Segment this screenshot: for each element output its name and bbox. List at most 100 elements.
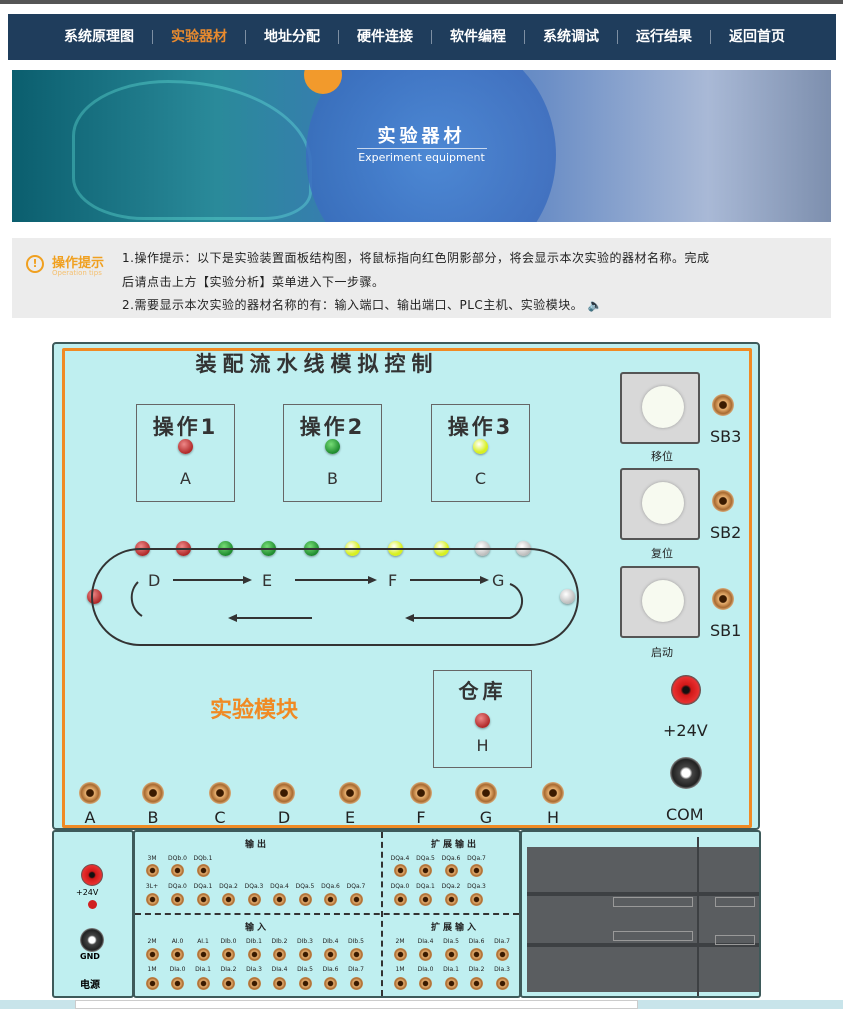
io-jack-d[interactable] xyxy=(273,782,295,804)
pushbutton-sb1[interactable] xyxy=(620,566,700,638)
banner-circle xyxy=(306,70,556,222)
sb-jack[interactable] xyxy=(712,588,734,610)
nav-item[interactable]: 硬件连接 xyxy=(339,30,432,44)
io-jack-a[interactable] xyxy=(79,782,101,804)
io-jack-g[interactable] xyxy=(475,782,497,804)
ext-input-title: 扩展输入 xyxy=(431,923,480,933)
terminal-jack[interactable] xyxy=(419,893,432,906)
terminal-jack[interactable] xyxy=(196,977,210,990)
terminal-jack[interactable] xyxy=(171,948,184,961)
terminal-jack[interactable] xyxy=(444,977,458,990)
terminal-jack[interactable] xyxy=(419,948,432,961)
io-jack-h[interactable] xyxy=(542,782,564,804)
terminal-jack[interactable] xyxy=(298,977,312,990)
terminal-jack[interactable] xyxy=(470,864,483,877)
plus-24v-jack[interactable] xyxy=(671,675,701,705)
terminal-jack[interactable] xyxy=(324,893,337,906)
nav-item[interactable]: 实验器材 xyxy=(153,30,246,44)
nav-item[interactable]: 运行结果 xyxy=(618,30,711,44)
terminal-label: DIa.0 xyxy=(417,966,434,973)
nav-item[interactable]: 地址分配 xyxy=(246,30,339,44)
terminal-jack[interactable] xyxy=(349,948,363,961)
terminal-jack[interactable] xyxy=(393,977,407,990)
terminal-jack[interactable] xyxy=(444,948,458,961)
terminal-jack[interactable] xyxy=(324,977,337,990)
terminal-label: AI.0 xyxy=(171,938,184,945)
terminal-jack[interactable] xyxy=(145,893,159,906)
nav-item[interactable]: 返回首页 xyxy=(729,29,785,45)
plus-24v-jack[interactable] xyxy=(81,864,103,886)
nav-item[interactable]: 系统调试 xyxy=(525,30,618,44)
terminal-jack[interactable] xyxy=(495,977,509,990)
io-jack-e[interactable] xyxy=(339,782,361,804)
power-panel[interactable]: +24V GND 电源 xyxy=(52,830,134,998)
station-e-label: E xyxy=(262,571,273,590)
terminal-jack[interactable] xyxy=(196,893,210,906)
speaker-icon[interactable]: 🔈 xyxy=(587,298,604,312)
terminal-jack[interactable] xyxy=(419,977,432,990)
pushbutton-sb2[interactable] xyxy=(620,468,700,540)
sb-jack[interactable] xyxy=(712,490,734,512)
terminal-jack[interactable] xyxy=(145,977,159,990)
terminal-label: DIa.6 xyxy=(468,938,485,945)
terminal-jack[interactable] xyxy=(298,893,312,906)
com-jack[interactable] xyxy=(670,757,702,789)
plc-host[interactable] xyxy=(520,830,761,998)
experiment-module-label: 实验模块 xyxy=(210,698,299,723)
terminal-jack[interactable] xyxy=(393,864,407,877)
terminal-label: DIa.3 xyxy=(246,966,262,973)
button-cap[interactable] xyxy=(642,580,684,622)
pushbutton-sb3[interactable] xyxy=(620,372,700,444)
io-jack-b[interactable] xyxy=(142,782,164,804)
io-jack-c[interactable] xyxy=(209,782,231,804)
terminal-jack[interactable] xyxy=(419,864,432,877)
terminal-jack[interactable] xyxy=(196,864,210,877)
button-cap[interactable] xyxy=(642,386,684,428)
terminal-jack[interactable] xyxy=(145,948,159,961)
terminal-jack[interactable] xyxy=(222,948,235,961)
operation-letter: C xyxy=(474,469,487,488)
button-cap[interactable] xyxy=(642,482,684,524)
experiment-module-highlight[interactable] xyxy=(62,348,752,828)
terminal-jack[interactable] xyxy=(393,893,407,906)
terminal-jack[interactable] xyxy=(247,893,261,906)
terminal-label: DQa.5 xyxy=(295,883,315,890)
terminal-jack[interactable] xyxy=(145,864,159,877)
nav-item[interactable]: 系统原理图 xyxy=(46,30,153,44)
terminal-jack[interactable] xyxy=(349,977,363,990)
terminal-label: DQa.6 xyxy=(321,883,340,890)
terminal-jack[interactable] xyxy=(222,977,235,990)
terminal-jack[interactable] xyxy=(470,893,483,906)
terminal-jack[interactable] xyxy=(222,893,235,906)
io-jack-f[interactable] xyxy=(410,782,432,804)
terminal-jack[interactable] xyxy=(393,948,407,961)
jack-letter: G xyxy=(479,808,493,827)
terminal-jack[interactable] xyxy=(495,948,509,961)
terminal-jack[interactable] xyxy=(444,893,458,906)
terminal-jack[interactable] xyxy=(196,948,210,961)
terminal-jack[interactable] xyxy=(171,864,184,877)
terminal-jack[interactable] xyxy=(273,893,286,906)
terminal-jack[interactable] xyxy=(324,948,337,961)
gnd-jack[interactable] xyxy=(80,928,104,952)
banner-title: 实验器材 xyxy=(377,126,466,147)
terminal-jack[interactable] xyxy=(273,948,286,961)
button-label: 启动 xyxy=(651,646,673,659)
terminal-jack[interactable] xyxy=(298,948,312,961)
sb-jack[interactable] xyxy=(712,394,734,416)
terminal-jack[interactable] xyxy=(247,948,261,961)
terminal-jack[interactable] xyxy=(470,977,483,990)
terminal-label: DIa.4 xyxy=(417,938,434,945)
jack-letter: D xyxy=(277,808,291,827)
terminal-jack[interactable] xyxy=(171,977,184,990)
terminal-label: DQa.0 xyxy=(390,883,410,890)
terminal-jack[interactable] xyxy=(470,948,483,961)
terminal-jack[interactable] xyxy=(273,977,286,990)
terminal-jack[interactable] xyxy=(444,864,458,877)
nav-item[interactable]: 软件编程 xyxy=(432,30,525,44)
terminal-jack[interactable] xyxy=(171,893,184,906)
terminal-jack[interactable] xyxy=(349,893,363,906)
terminal-jack[interactable] xyxy=(247,977,261,990)
